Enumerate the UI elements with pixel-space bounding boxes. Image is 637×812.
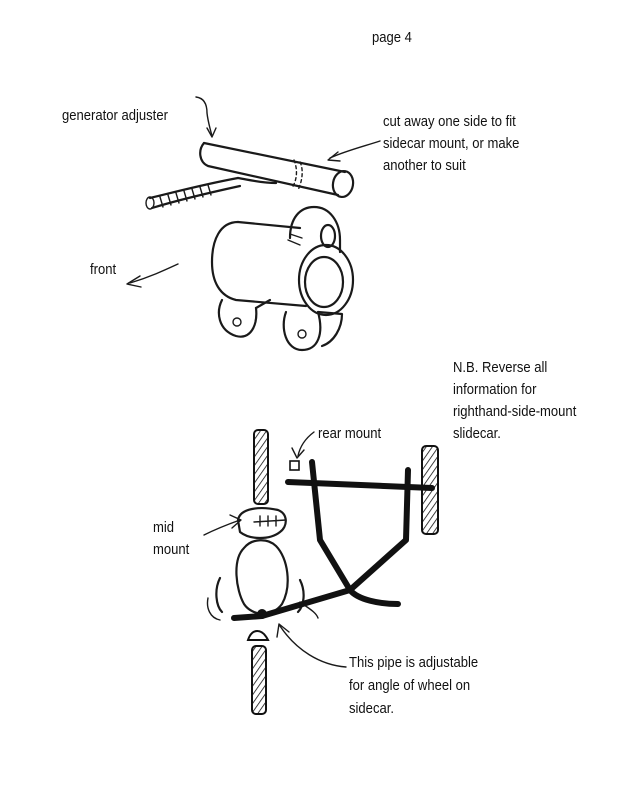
nb-line-1: N.B. Reverse all — [453, 360, 548, 376]
rear-mount-label: rear mount — [318, 426, 382, 442]
mid-mount-arrow — [203, 514, 242, 536]
front-arrow — [126, 263, 179, 288]
generator-adjuster-label: generator adjuster — [62, 108, 168, 124]
pipe-note-line-1: This pipe is adjustable — [349, 655, 479, 671]
cut-away-line-1: cut away one side to fit — [383, 114, 516, 130]
cut-away-line-3: another to suit — [383, 158, 466, 174]
sidecar-frame — [231, 459, 435, 621]
rear-mount-arrow — [291, 431, 315, 459]
nb-line-2: information for — [453, 382, 537, 398]
bike-body — [206, 507, 319, 641]
clamp-body — [210, 205, 355, 352]
generator-adjuster-arrow — [195, 96, 217, 138]
bike-rear-wheel — [253, 429, 269, 505]
pipe-note-arrow — [276, 623, 347, 668]
page-number: page 4 — [372, 30, 412, 46]
bike-front-wheel — [251, 645, 267, 715]
pipe-note-line-2: for angle of wheel on — [349, 678, 471, 694]
threaded-rod — [145, 176, 278, 210]
mid-mount-line-1: mid — [153, 520, 175, 536]
nb-line-4: slidecar. — [453, 426, 501, 442]
front-label: front — [90, 262, 117, 278]
adjuster-tube — [199, 141, 355, 199]
cut-away-line-2: sidecar mount, or make — [383, 136, 520, 152]
nb-line-3: righthand-side-mount — [453, 404, 577, 420]
cut-away-arrow — [327, 140, 381, 162]
mid-mount-line-2: mount — [153, 542, 190, 558]
pipe-note-line-3: sidecar. — [349, 701, 394, 717]
